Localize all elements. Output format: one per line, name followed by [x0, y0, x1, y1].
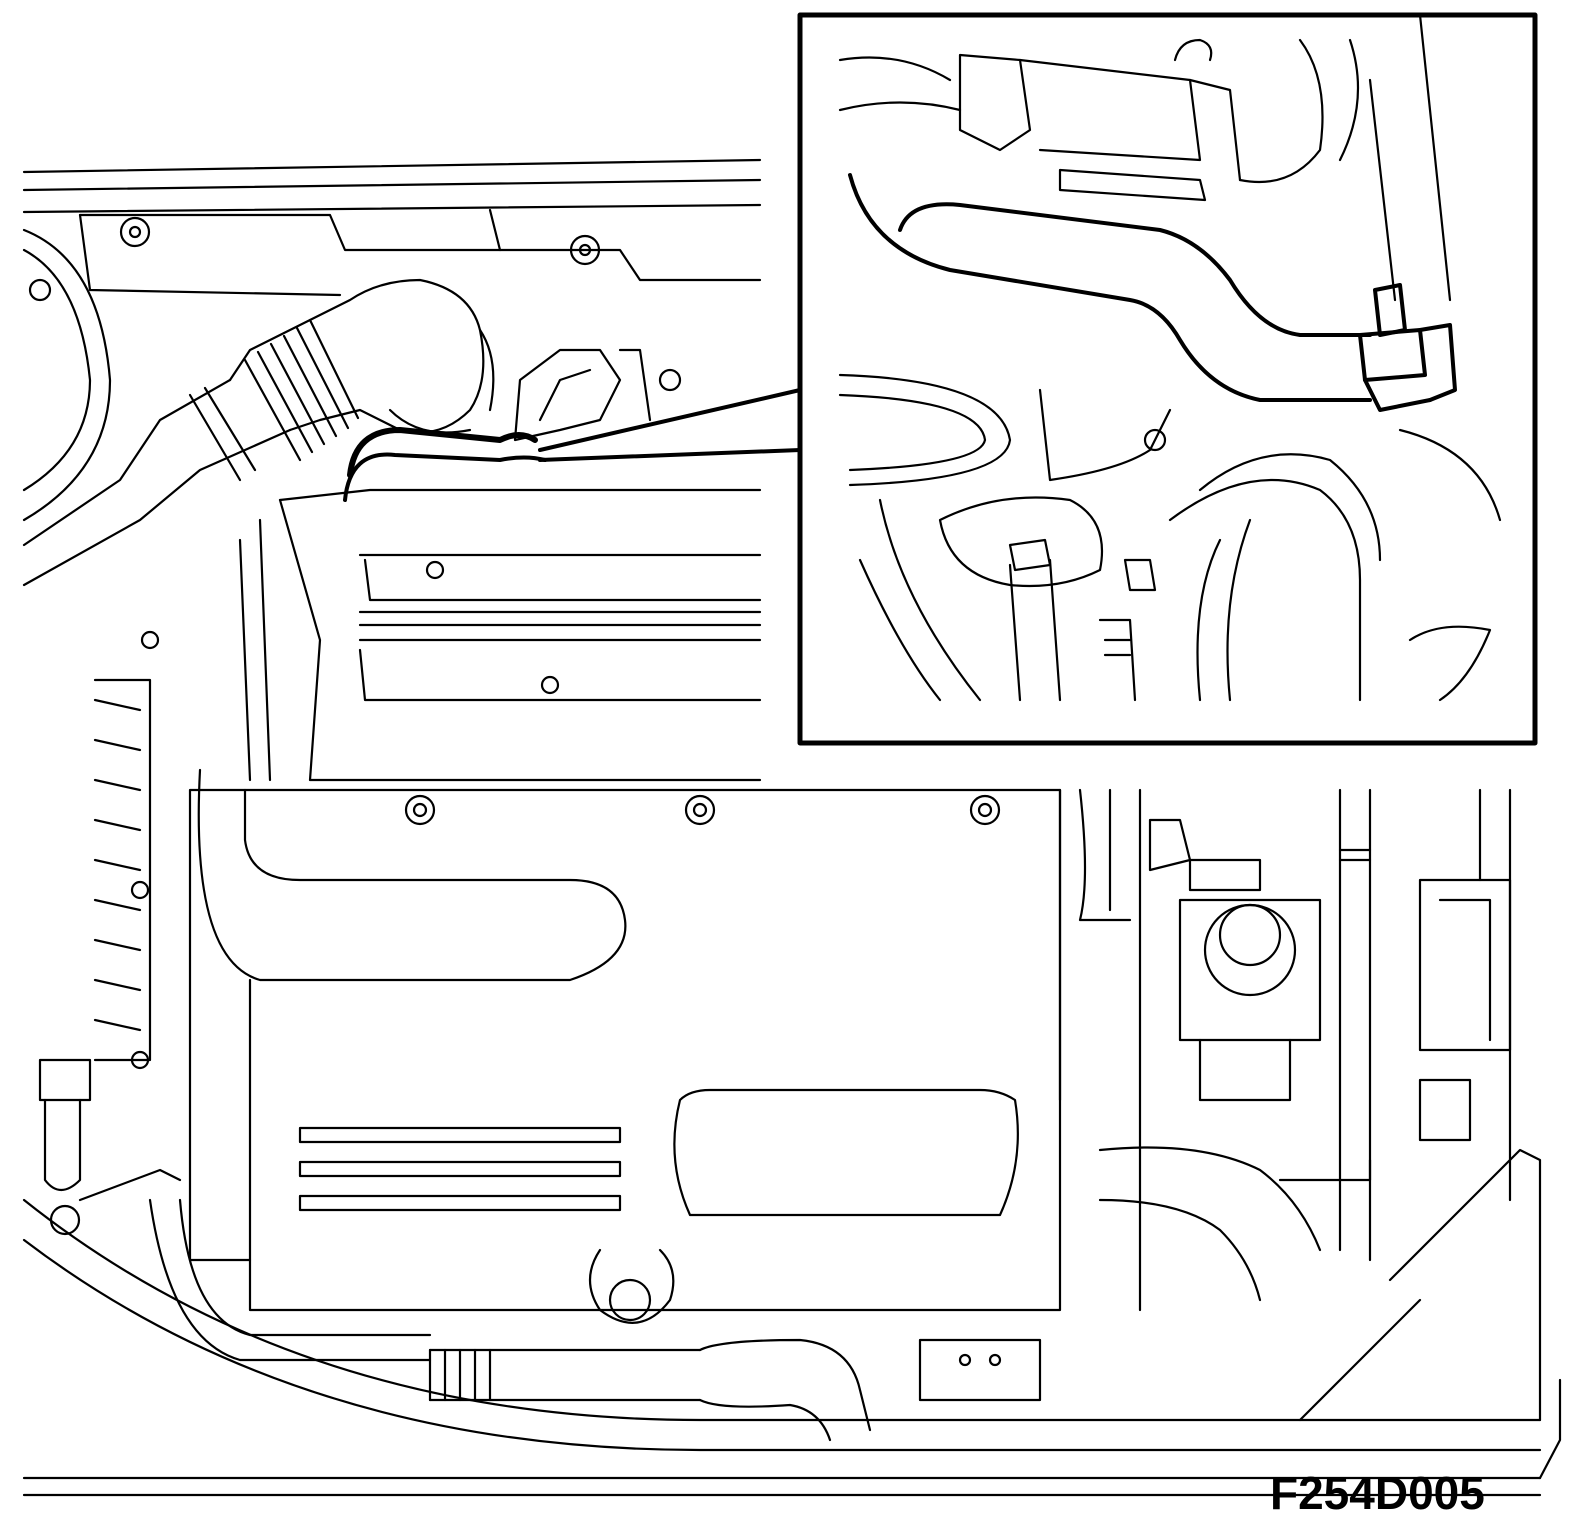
figure-code-label: F254D005	[1270, 1467, 1485, 1519]
callout-leader	[538, 388, 802, 462]
inset-detail	[797, 12, 1538, 746]
right-components	[918, 788, 1542, 1422]
lower-hoses	[22, 1168, 1542, 1452]
hood-edges	[22, 158, 1562, 1497]
intake-tube	[22, 278, 495, 587]
strut-tower-left	[22, 228, 112, 522]
scuttle-panel	[78, 208, 762, 297]
lower-cover	[188, 768, 1062, 1312]
radiator-left	[38, 630, 160, 1236]
engine-cover	[238, 488, 762, 782]
connector-cluster	[513, 348, 682, 442]
highlighted-hose	[343, 427, 547, 502]
